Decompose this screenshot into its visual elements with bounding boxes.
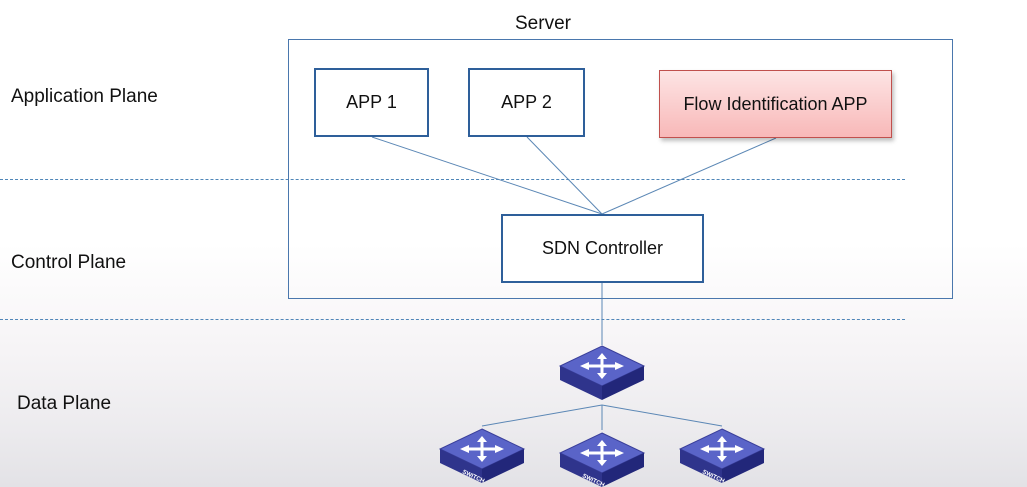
core-switch-icon[interactable] [558,344,646,402]
link-core-edge-right [601,404,723,427]
edge-switch-left-icon[interactable]: SWITCH [438,427,526,485]
flow-identification-app-box[interactable]: Flow Identification APP [659,70,892,138]
divider-control-data [0,319,905,320]
link-app2-controller [526,136,603,215]
edge-switch-middle-icon[interactable]: SWITCH [558,431,646,487]
link-core-edge-left [481,404,603,427]
link-app1-controller [371,136,603,215]
app-1-box[interactable]: APP 1 [314,68,429,137]
control-plane-label: Control Plane [11,252,127,273]
application-plane-label: Application Plane [11,86,158,107]
app-2-box[interactable]: APP 2 [468,68,585,137]
server-box [288,39,953,299]
server-title: Server [515,13,571,34]
edge-switch-right-icon[interactable]: SWITCH [678,427,766,485]
divider-application-control [0,179,905,180]
data-plane-label: Data Plane [17,393,112,414]
link-flowapp-controller [601,137,777,215]
sdn-controller-box[interactable]: SDN Controller [501,214,704,283]
